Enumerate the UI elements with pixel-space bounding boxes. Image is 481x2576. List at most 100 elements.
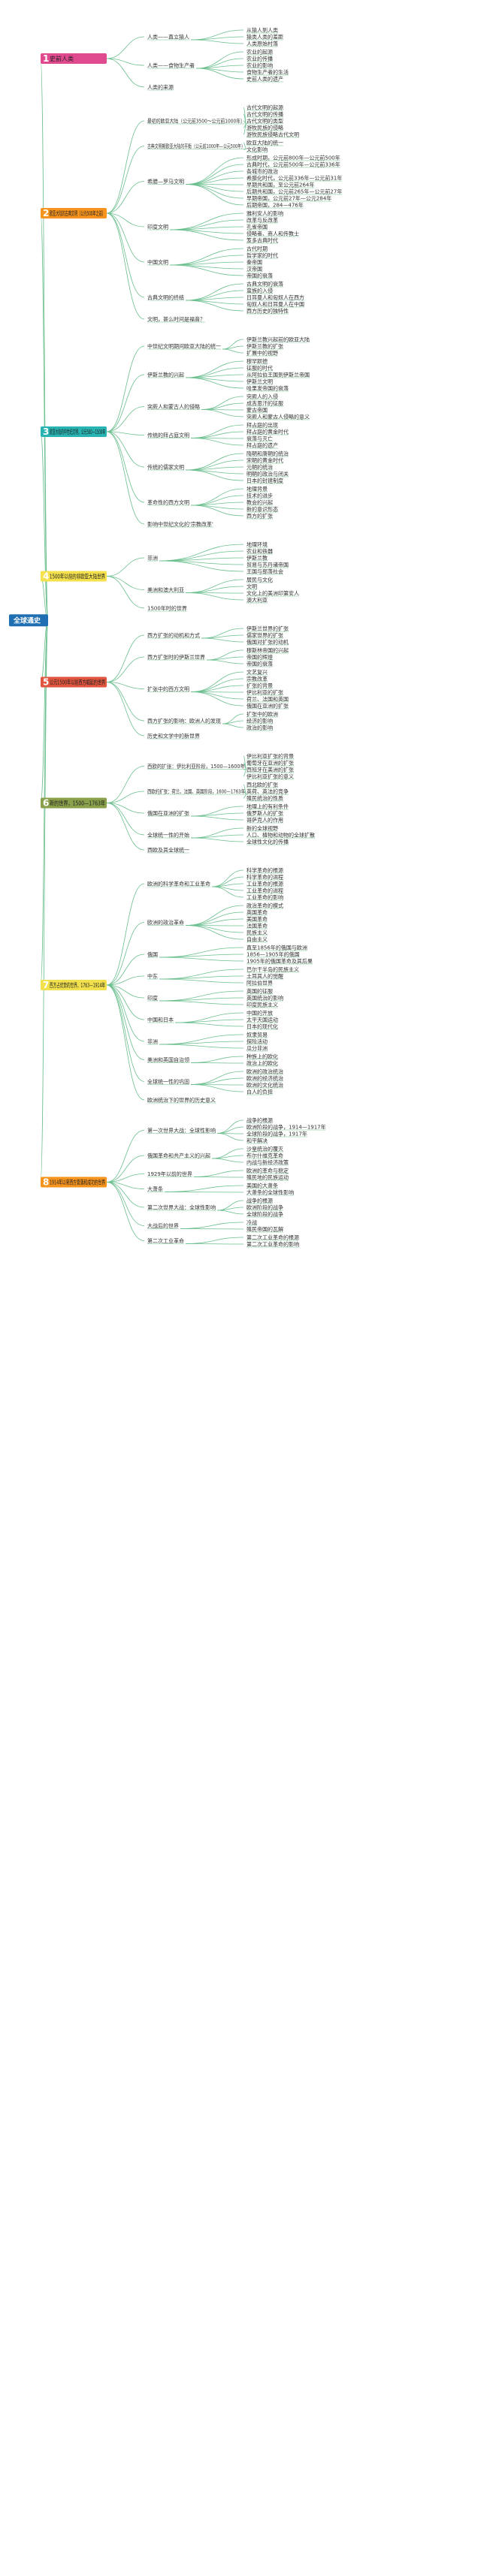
- link-line: [106, 431, 145, 435]
- topic-node: 西欧及其全球统一: [147, 847, 189, 854]
- link-line: [106, 1182, 145, 1241]
- subtopic-node: 科学革命的进程: [247, 874, 283, 881]
- subtopic-node: 人类原始村落: [247, 41, 278, 47]
- branch-box[interactable]: [41, 980, 107, 990]
- subtopic-node: 古代时期: [247, 246, 268, 252]
- subtopic-node: 文明: [247, 583, 257, 590]
- branch-number: 6: [43, 798, 49, 809]
- link-line: [190, 691, 244, 700]
- subtopic-node: 政治上的欧化: [247, 1060, 278, 1067]
- link-line: [190, 1071, 244, 1085]
- subtopic-node: 欧洲的经济统治: [247, 1075, 283, 1082]
- subtopic-node: 文艺复兴: [247, 669, 268, 676]
- subtopic-node: 新的意识形态: [247, 506, 278, 513]
- link-line: [185, 925, 244, 933]
- link-line: [106, 576, 145, 590]
- subtopic-node: 农业的传播: [247, 56, 273, 62]
- link-line: [174, 1022, 244, 1027]
- link-line: [40, 619, 49, 1183]
- subtopic-node: 印度民族主义: [247, 1002, 278, 1008]
- link-line: [193, 1177, 244, 1178]
- topic-node: 俄国在亚洲的扩张: [147, 810, 189, 817]
- link-line: [206, 659, 244, 664]
- branch-box[interactable]: [41, 1177, 107, 1188]
- topic-node: 印度: [147, 995, 158, 1002]
- topic-node: 中国文明: [147, 259, 168, 266]
- subtopic-node: 殖民统治的性质: [247, 795, 283, 802]
- root-node[interactable]: [9, 614, 48, 627]
- subtopic-node: 居民与文化: [247, 577, 273, 583]
- link-line: [106, 803, 145, 851]
- subtopic-node: 伊斯兰教兴起前的欧亚大陆: [247, 336, 310, 343]
- branch-box[interactable]: [41, 208, 107, 218]
- subtopic-node: 农业和铁器: [247, 548, 273, 555]
- subtopic-node: 衰落与灭亡: [247, 435, 273, 442]
- subtopic-node: 西北欧的扩张: [247, 782, 278, 788]
- link-line: [185, 453, 244, 471]
- link-line: [106, 36, 145, 59]
- branch-number: 5: [43, 677, 49, 688]
- topic-node: 影响中世纪文化的'宗教改革': [147, 521, 213, 528]
- link-line: [185, 300, 244, 312]
- subtopic-node: 早期共和国，至公元前264年: [247, 182, 314, 188]
- subtopic-node: 欧亚大陆的统一: [247, 140, 283, 146]
- subtopic-node: 第二次工业革命的根源: [247, 1234, 299, 1241]
- link-line: [106, 984, 145, 1082]
- subtopic-node: 欧洲阶段的战争: [247, 1204, 283, 1211]
- link-line: [180, 1222, 244, 1229]
- link-line: [185, 170, 244, 185]
- branch-box[interactable]: [41, 571, 107, 582]
- subtopic-node: 儒家世界的扩张: [247, 632, 283, 639]
- subtopic-node: 日本的现代化: [247, 1023, 278, 1030]
- subtopic-node: 古典文明的衰落: [247, 281, 283, 288]
- link-line: [211, 886, 244, 898]
- topic-node: 俄国: [147, 951, 158, 958]
- branch-box[interactable]: [41, 426, 107, 437]
- subtopic-node: 自由主义: [247, 936, 268, 943]
- link-line: [216, 1119, 244, 1134]
- subtopic-node: 沙皇统治的覆灭: [247, 1146, 283, 1152]
- subtopic-node: 科学革命的根源: [247, 867, 283, 874]
- link-line: [106, 212, 145, 227]
- link-line: [190, 424, 244, 438]
- subtopic-node: 雅利安人的影响: [247, 210, 283, 217]
- subtopic-node: 隋朝和唐朝的统治: [247, 450, 289, 457]
- link-line: [216, 1210, 244, 1215]
- subtopic-node: 伊斯兰世界的扩张: [247, 625, 289, 632]
- subtopic-node: 后期共和国，公元前265年—公元前27年: [247, 188, 342, 195]
- subtopic-node: 蒙古帝国: [247, 407, 268, 414]
- subtopic-node: 秦帝国: [247, 259, 262, 266]
- branch-box[interactable]: [41, 676, 107, 688]
- subtopic-node: 蛮族的入侵: [247, 288, 273, 294]
- subtopic-node: 英国革命: [247, 909, 268, 916]
- branch-box[interactable]: [41, 797, 107, 809]
- subtopic-node: 帝国的衰落: [247, 661, 273, 667]
- link-line: [106, 374, 145, 432]
- subtopic-node: 战争的根源: [247, 1198, 273, 1204]
- subtopic-node: 日本的封建制度: [247, 478, 283, 484]
- link-line: [185, 1237, 244, 1244]
- subtopic-node: 欧洲的政治统治: [247, 1068, 283, 1075]
- link-line: [106, 1174, 145, 1183]
- subtopic-node: 白人的负担: [247, 1089, 273, 1095]
- subtopic-node: 改革与反改革: [247, 217, 278, 224]
- branch-box[interactable]: [41, 53, 107, 64]
- subtopic-node: 全球阶段的战争，1917年: [247, 1131, 307, 1137]
- subtopic-node: 伊斯兰教的扩张: [247, 343, 283, 350]
- subtopic-node: 人口、植物和动物的全球扩散: [247, 832, 315, 839]
- subtopic-node: 哥萨克人的作用: [247, 817, 283, 824]
- topic-node: 第二次工业革命: [147, 1237, 184, 1244]
- subtopic-node: 侵略者、商人和传教士: [247, 230, 299, 237]
- subtopic-node: 俄国在亚洲的扩张: [247, 703, 289, 710]
- link-line: [222, 348, 244, 354]
- subtopic-node: 伊比利亚扩张的背景: [247, 753, 294, 760]
- branch-number: 4: [43, 571, 49, 582]
- link-line: [201, 409, 244, 417]
- subtopic-node: 扩张的背景: [247, 682, 273, 689]
- topic-node: 俄国革命和共产主义的兴起: [147, 1152, 210, 1159]
- subtopic-node: 第二次工业革命的影响: [247, 1241, 299, 1248]
- topic-node: 美洲和英国自治领: [147, 1056, 189, 1063]
- topic-node: 中东: [147, 973, 158, 980]
